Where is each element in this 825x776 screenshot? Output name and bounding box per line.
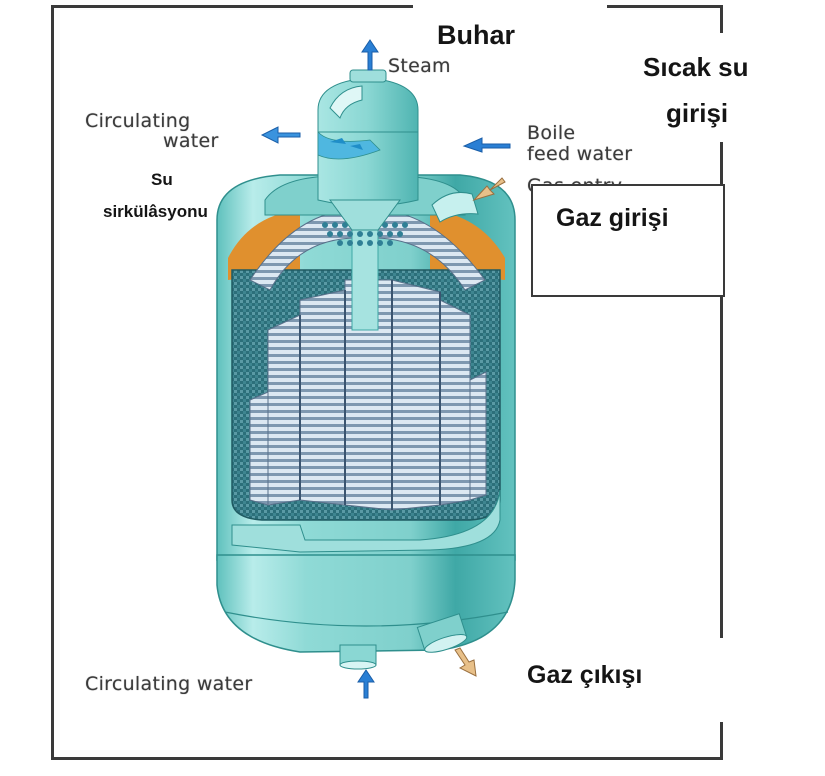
circulating-water-out-arrow [260,126,301,144]
label-sicak-su-line2: girişi [666,98,729,128]
steam-out-arrow [361,39,379,71]
label-circulating-water-top-line2: water [163,130,219,152]
gas-in-arrow [472,177,506,202]
frame-right-top-stub [720,5,723,33]
frame-bottom [51,757,723,760]
label-steam: Steam [388,55,451,77]
frame-left [51,5,54,760]
label-gaz-girisi: Gaz girişi [556,204,669,232]
circulating-water-in-arrow [357,669,375,699]
boiler-feed-in-arrow [462,137,511,153]
label-sirkulasyonu: sirkülâsyonu [103,202,208,221]
tube-bank-cutaway [231,209,501,553]
frame-top-right [607,5,723,8]
gas-inlet-callout-box [531,184,725,297]
label-circulating-water-bottom: Circulating water [85,673,253,695]
frame-right-middle [720,142,723,638]
gas-out-arrow [454,647,477,677]
label-su: Su [151,170,173,189]
label-gaz-cikisi: Gaz çıkışı [527,661,643,689]
label-sicak-su-line1: Sıcak su [643,52,749,82]
label-boiler-feed-line2: feed water [527,143,633,165]
label-buhar: Buhar [437,20,516,50]
label-boiler-feed-line1: Boile [527,122,576,144]
frame-top-left [51,5,413,8]
label-circulating-water-top-line1: Circulating [85,110,191,132]
steam-drum [264,69,466,231]
gas-inlet-nozzle [431,191,479,223]
frame-right-bottom [720,722,723,760]
